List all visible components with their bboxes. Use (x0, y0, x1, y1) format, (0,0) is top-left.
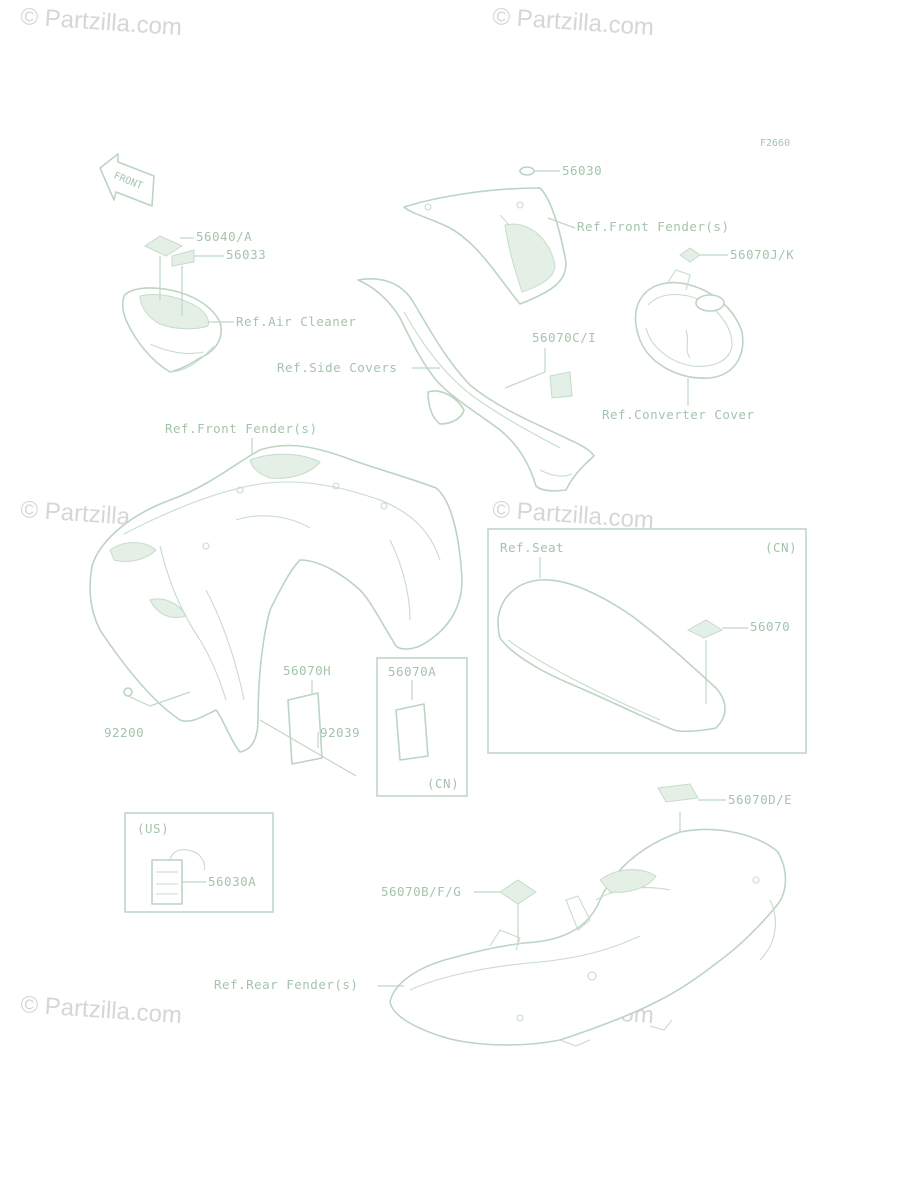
label-56070h: 56070H (283, 663, 331, 678)
label-56030a: 56030A (208, 874, 256, 889)
label-ref-side-covers: Ref.Side Covers (277, 360, 397, 375)
label-56070de: 56070D/E (728, 792, 792, 807)
plate-56070de (657, 783, 699, 803)
rear-fender-part (389, 828, 787, 1047)
label-56070jk: 56070J/K (730, 247, 794, 262)
figure-code: F2660 (760, 138, 790, 149)
front-arrow-icon: FRONT (99, 153, 155, 207)
watermark-top-right: © Partzilla.com (492, 3, 655, 41)
label-ref-air-cleaner: Ref.Air Cleaner (236, 314, 356, 329)
watermark-top-left: © Partzilla.com (20, 3, 183, 41)
box-us (124, 812, 274, 913)
label-ref-front-fender-mid: Ref.Front Fender(s) (165, 421, 318, 436)
label-ref-converter-cover: Ref.Converter Cover (602, 407, 755, 422)
converter-cover-part (634, 247, 744, 379)
label-us-box: (US) (137, 821, 169, 836)
label-92200: 92200 (104, 725, 144, 740)
front-fender-top-part (403, 166, 567, 305)
label-ref-front-fender-top: Ref.Front Fender(s) (577, 219, 730, 234)
label-56033: 56033 (226, 247, 266, 262)
label-seat-cn: (CN) (765, 540, 797, 555)
box-seat-cn (487, 528, 807, 754)
plate-56070 (686, 619, 724, 639)
label-56070: 56070 (750, 619, 790, 634)
label-56070bfg: 56070B/F/G (381, 884, 461, 899)
label-56070a: 56070A (388, 664, 436, 679)
label-92039: 92039 (320, 725, 360, 740)
side-covers-part (357, 278, 595, 492)
plate-56030a (151, 849, 206, 905)
plate-56070a (395, 703, 429, 761)
label-ref-rear-fender: Ref.Rear Fender(s) (214, 977, 358, 992)
bolt-92200 (123, 687, 133, 697)
label-56070ci: 56070C/I (532, 330, 596, 345)
plate-56070bfg (499, 879, 537, 905)
seat-part (497, 579, 726, 733)
watermark-bottom-left: © Partzilla.com (20, 991, 183, 1029)
label-ref-seat: Ref.Seat (500, 540, 564, 555)
label-cn-box: (CN) (427, 776, 459, 791)
box-56070a-cn (376, 657, 468, 797)
front-fender-main-part (89, 444, 463, 753)
label-56040a: 56040/A (196, 229, 252, 244)
label-56030: 56030 (562, 163, 602, 178)
plate-56070h (287, 692, 323, 765)
air-cleaner-part (121, 235, 222, 373)
